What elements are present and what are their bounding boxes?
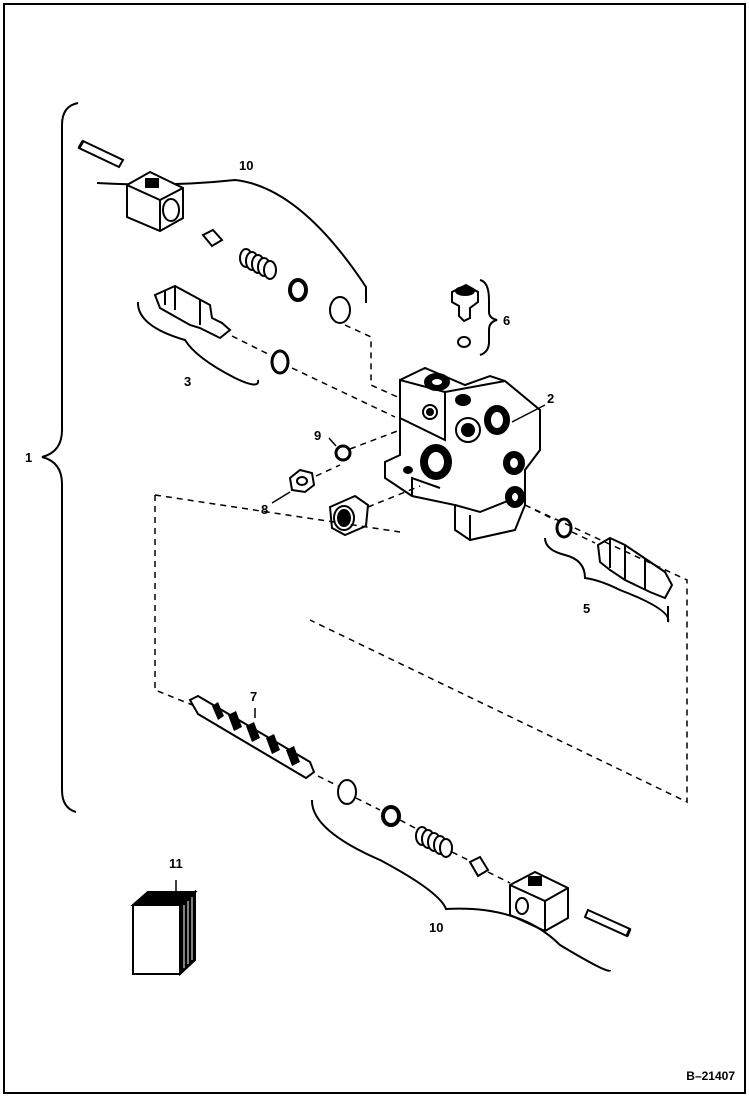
relief-cartridge-group-3 bbox=[136, 284, 396, 418]
callout-11: 11 bbox=[169, 856, 183, 871]
washer-bottom bbox=[381, 805, 401, 827]
leader-8 bbox=[271, 491, 291, 504]
callout-8: 8 bbox=[261, 502, 269, 517]
leader-2 bbox=[511, 404, 546, 423]
check-valve-group-6 bbox=[451, 279, 498, 356]
brace-6 bbox=[479, 279, 498, 356]
washer-top bbox=[288, 278, 308, 302]
nut-washer-plug bbox=[288, 429, 421, 537]
cartridge-3 bbox=[153, 284, 232, 340]
leader-9 bbox=[328, 437, 337, 447]
callout-7: 7 bbox=[250, 689, 258, 704]
spring-bottom bbox=[415, 826, 453, 858]
assembly-brace-1 bbox=[41, 102, 79, 813]
spool-lands bbox=[212, 702, 300, 766]
brace-10-bottom bbox=[310, 799, 611, 972]
leader-lines bbox=[175, 404, 546, 892]
bolt-bottom bbox=[583, 908, 632, 938]
brace-5 bbox=[544, 537, 670, 623]
callout-2: 2 bbox=[547, 391, 555, 406]
valve-body-2 bbox=[384, 366, 541, 542]
washer-9 bbox=[334, 444, 352, 462]
callout-1: 1 bbox=[25, 450, 33, 465]
bolt-top bbox=[77, 139, 125, 169]
callout-10-bottom: 10 bbox=[429, 920, 444, 935]
o-ring-bottom bbox=[337, 779, 357, 805]
callout-6: 6 bbox=[503, 313, 511, 328]
callout-10-top: 10 bbox=[239, 158, 254, 173]
callout-5: 5 bbox=[583, 601, 591, 616]
spool-group-7 bbox=[154, 494, 688, 804]
callout-3: 3 bbox=[184, 374, 192, 389]
figure-id: B–21407 bbox=[686, 1069, 735, 1083]
bottom-valve-cap-group-10 bbox=[310, 775, 632, 972]
callout-9: 9 bbox=[314, 428, 322, 443]
cartridge-5 bbox=[596, 536, 674, 600]
o-ring-5 bbox=[555, 517, 573, 539]
o-ring-6 bbox=[457, 336, 471, 348]
seal-kit-box-11 bbox=[130, 889, 198, 977]
o-ring-3 bbox=[270, 349, 290, 375]
brace-3 bbox=[136, 301, 260, 386]
page-border bbox=[3, 3, 746, 1094]
spring-top bbox=[239, 248, 277, 280]
spring-seat-top bbox=[201, 228, 224, 248]
spring-seat-bottom bbox=[468, 855, 490, 878]
o-ring-top bbox=[329, 296, 351, 324]
top-valve-cap-group-10 bbox=[77, 139, 405, 401]
